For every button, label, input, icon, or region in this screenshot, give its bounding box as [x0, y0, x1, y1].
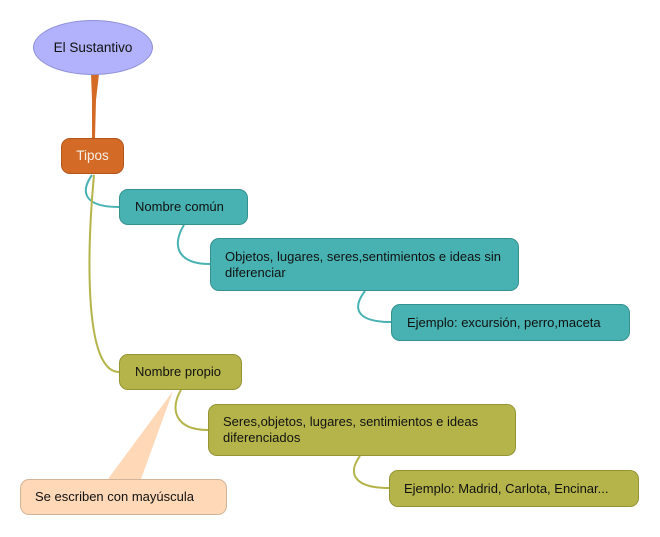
- node-nombre-comun-description-text: Objetos, lugares, seres,sentimientos e i…: [225, 248, 502, 280]
- connector-comun-ejemplo: [357, 290, 392, 323]
- node-tipos-label: Tipos: [76, 148, 109, 163]
- connector-comun-desc: [176, 224, 211, 265]
- connector-root-tipos: [91, 74, 99, 138]
- node-nombre-propio-description[interactable]: Seres,objetos, lugares, sentimientos e i…: [208, 404, 516, 456]
- connector-propio-ejemplo: [352, 455, 390, 489]
- node-nombre-propio-description-text: Seres,objetos, lugares, sentimientos e i…: [223, 414, 479, 445]
- callout-text: Se escriben con mayúscula: [35, 489, 194, 504]
- node-nombre-comun[interactable]: Nombre común: [119, 189, 248, 225]
- node-nombre-propio[interactable]: Nombre propio: [119, 354, 242, 390]
- root-node-label: El Sustantivo: [53, 39, 133, 55]
- root-node-el-sustantivo[interactable]: El Sustantivo: [33, 20, 153, 75]
- callout-pointer: [108, 391, 173, 479]
- node-nombre-propio-label: Nombre propio: [135, 364, 221, 379]
- node-nombre-comun-example[interactable]: Ejemplo: excursión, perro,maceta: [391, 304, 630, 341]
- node-nombre-propio-example[interactable]: Ejemplo: Madrid, Carlota, Encinar...: [389, 470, 639, 507]
- connector-propio-desc: [174, 389, 209, 431]
- node-tipos[interactable]: Tipos: [61, 138, 124, 174]
- node-nombre-propio-example-text: Ejemplo: Madrid, Carlota, Encinar...: [404, 480, 609, 496]
- callout-mayuscula[interactable]: Se escriben con mayúscula: [20, 479, 227, 515]
- node-nombre-comun-label: Nombre común: [135, 199, 224, 214]
- node-nombre-comun-example-text: Ejemplo: excursión, perro,maceta: [407, 314, 601, 330]
- node-nombre-comun-description[interactable]: Objetos, lugares, seres,sentimientos e i…: [210, 238, 519, 291]
- connector-tipos-comun: [84, 174, 120, 208]
- connector-tipos-propio: [88, 174, 120, 373]
